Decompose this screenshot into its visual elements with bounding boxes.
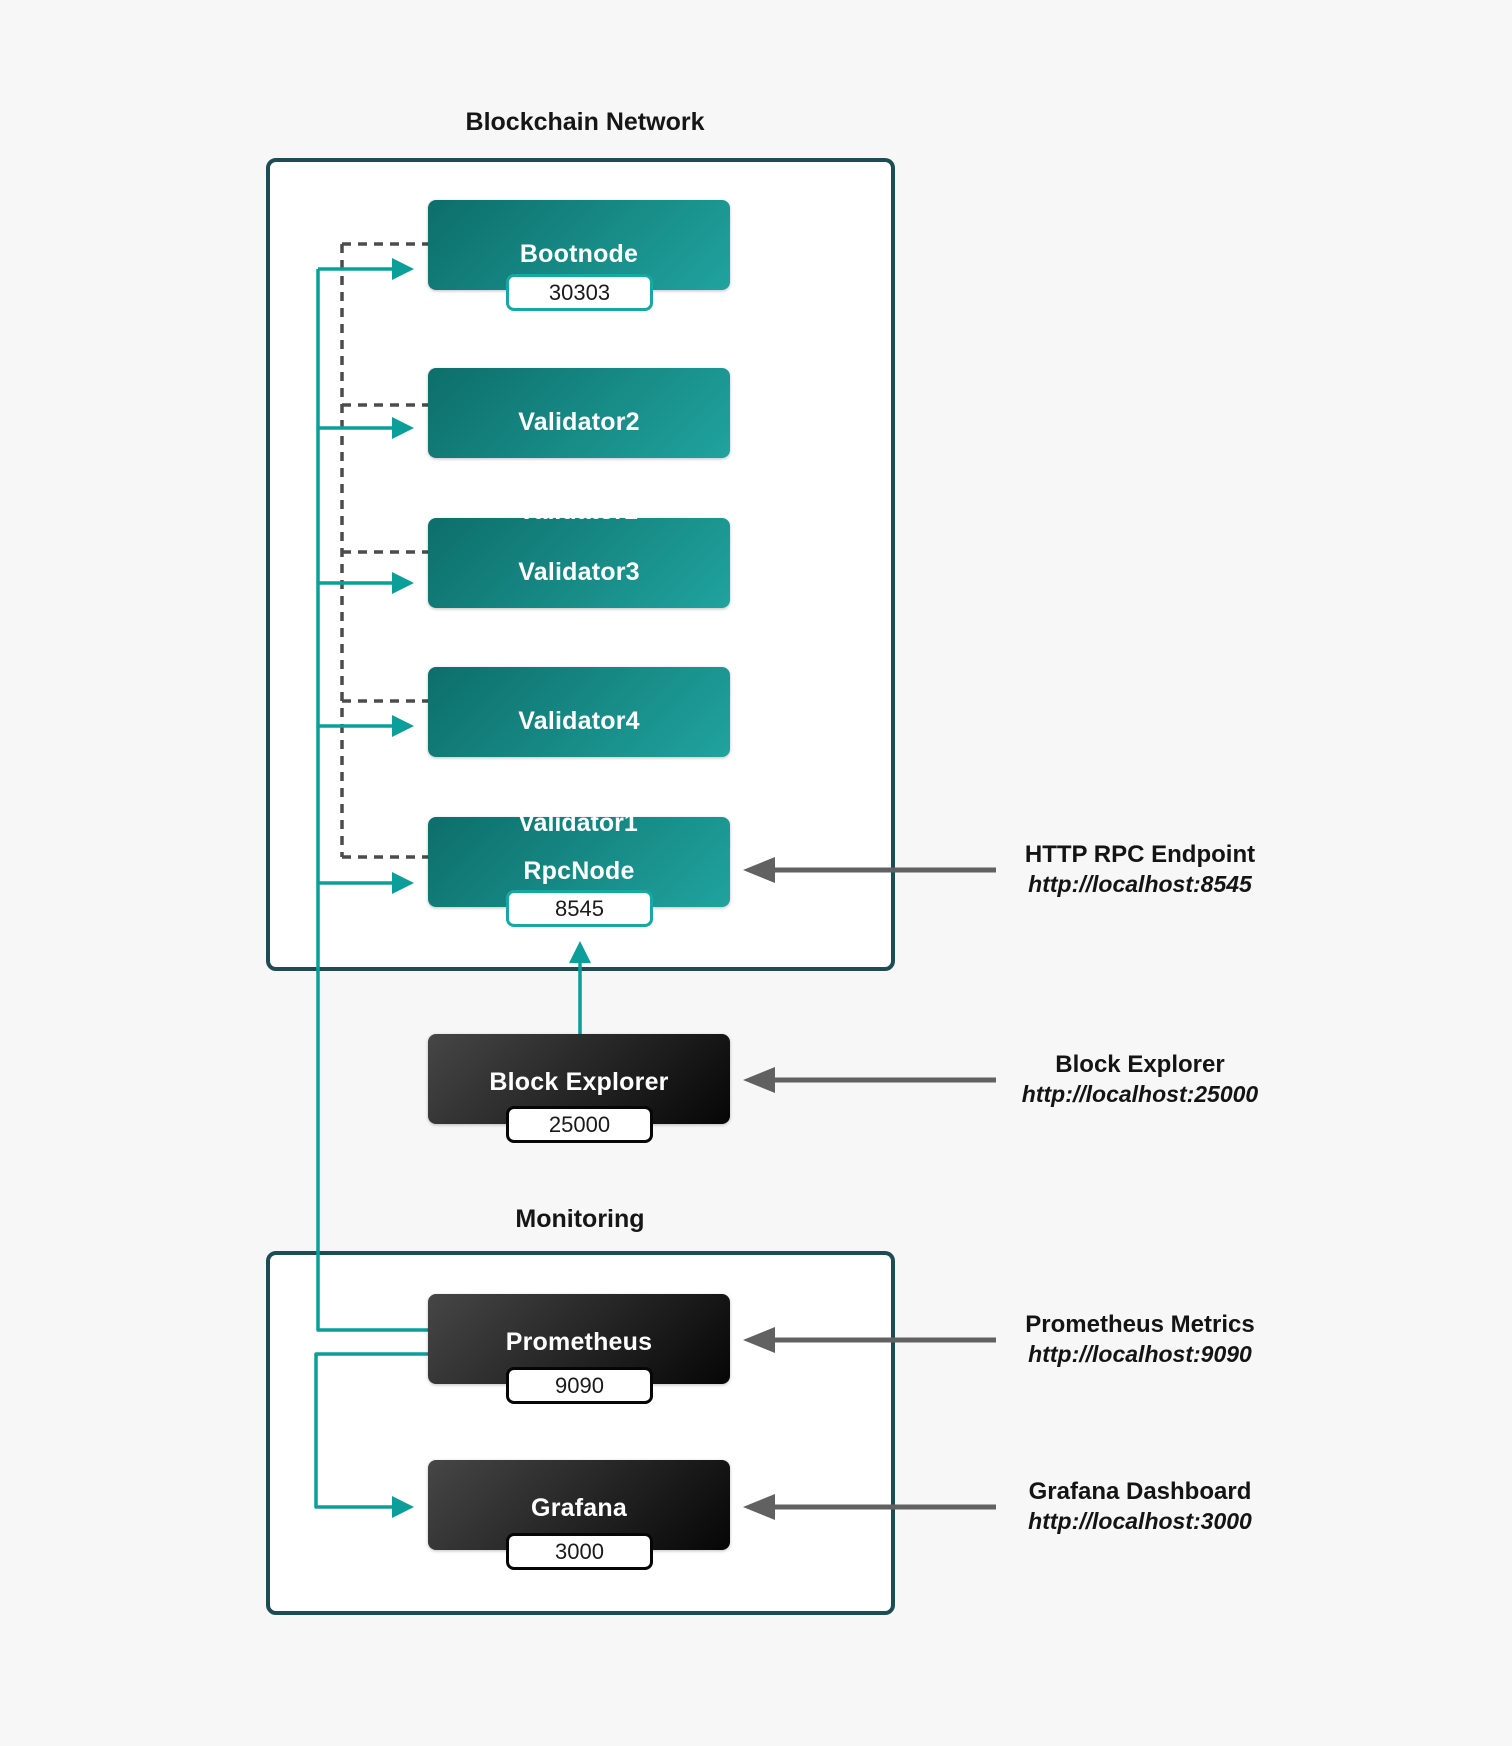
node-validator2-label: Validator2 — [518, 407, 640, 436]
monitoring-title: Monitoring — [515, 1205, 645, 1233]
node-validator3-label: Validator3 — [518, 557, 640, 586]
annotation-title: Block Explorer — [1055, 1051, 1225, 1078]
node-block-explorer-label: Block Explorer — [489, 1067, 669, 1096]
teal-arrowheads — [392, 258, 591, 1518]
node-grafana-label: Grafana — [531, 1493, 627, 1522]
rpcnode-port-badge: 8545 — [506, 890, 653, 927]
grafana-port-badge: 3000 — [506, 1533, 653, 1570]
annotation-http-rpc-endpoint: HTTP RPC Endpoint http://localhost:8545 — [990, 840, 1290, 899]
annotation-title: HTTP RPC Endpoint — [1024, 841, 1256, 868]
node-bootnode-label: Bootnode — [519, 239, 639, 268]
node-rpcnode-label: RpcNode — [523, 856, 635, 885]
node-validator4: Validator4 — [428, 667, 730, 757]
annotation-title: Grafana Dashboard — [1028, 1478, 1252, 1505]
annotation-block-explorer: Block Explorer http://localhost:25000 — [990, 1050, 1290, 1109]
node-prometheus-label: Prometheus — [505, 1327, 653, 1356]
dashed-peer-links — [340, 242, 428, 859]
bootnode-port-badge: 30303 — [506, 274, 653, 311]
block-explorer-port-badge: 25000 — [506, 1106, 653, 1143]
annotation-grafana-dashboard: Grafana Dashboard http://localhost:3000 — [990, 1477, 1290, 1536]
node-validator4-label: Validator4 — [518, 706, 640, 735]
prometheus-port-badge: 9090 — [506, 1367, 653, 1404]
teal-flow-links — [314, 258, 591, 1518]
annotation-prometheus-metrics: Prometheus Metrics http://localhost:9090 — [990, 1310, 1290, 1369]
gray-arrowheads — [743, 857, 775, 1520]
annotation-url: http://localhost:9090 — [1028, 1341, 1252, 1367]
annotation-url: http://localhost:25000 — [1021, 1081, 1259, 1107]
node-prometheus: Prometheus — [428, 1294, 730, 1384]
annotation-arrows — [743, 857, 996, 1520]
annotation-title: Prometheus Metrics — [1025, 1311, 1255, 1338]
node-validator2: Validator2 — [428, 368, 730, 458]
blockchain-network-title: Blockchain Network — [465, 108, 705, 136]
annotation-url: http://localhost:8545 — [1028, 871, 1252, 897]
node-validator3: Validator3 — [428, 518, 730, 608]
annotation-url: http://localhost:3000 — [1028, 1508, 1252, 1534]
